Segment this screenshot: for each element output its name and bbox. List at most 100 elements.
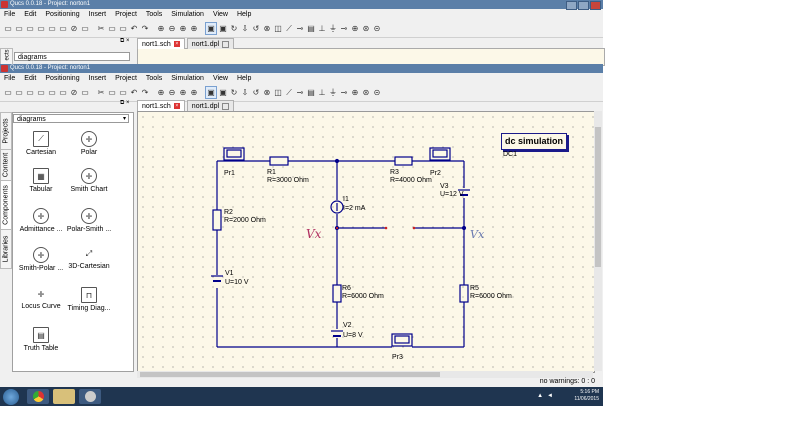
- toolbar-button[interactable]: ⊕: [157, 88, 165, 97]
- toolbar-button[interactable]: ↻: [230, 24, 238, 33]
- toolbar-button[interactable]: ⟋: [286, 23, 292, 33]
- component-locus-curve[interactable]: ✛Locus Curve: [13, 287, 69, 311]
- close-tab-icon[interactable]: ×: [173, 41, 180, 47]
- toolbar-button[interactable]: ⏚: [329, 24, 337, 33]
- schematic-canvas[interactable]: [137, 111, 595, 373]
- toolbar-button[interactable]: ↺: [252, 88, 260, 97]
- horizontal-scrollbar[interactable]: [137, 371, 593, 378]
- toolbar-button[interactable]: ↶: [130, 88, 138, 97]
- network-icon[interactable]: ▲: [537, 393, 544, 399]
- menu-simulation[interactable]: Simulation: [171, 11, 204, 18]
- toolbar-button[interactable]: ▭: [108, 24, 116, 33]
- menu-help[interactable]: Help: [236, 11, 252, 18]
- toolbar-button[interactable]: ▭: [4, 88, 12, 97]
- toolbar-button[interactable]: ⊕: [351, 88, 359, 97]
- toolbar-button[interactable]: ↺: [252, 24, 260, 33]
- dc-simulation-block[interactable]: dc simulation: [501, 133, 567, 150]
- menu-positioning[interactable]: Positioning: [45, 11, 80, 18]
- toolbar-button[interactable]: ⊸: [340, 88, 348, 97]
- tab-nort1-dpl[interactable]: nort1.dpl: [186, 100, 235, 111]
- component-polar-smith[interactable]: ✛Polar-Smith ...: [61, 208, 117, 233]
- menu-tools[interactable]: Tools: [145, 75, 163, 82]
- toolbar-button[interactable]: ▭: [119, 24, 127, 33]
- component-cartesian[interactable]: ⟋Cartesian: [13, 131, 69, 156]
- menu-view[interactable]: View: [212, 11, 228, 18]
- toolbar-button[interactable]: ⊥: [318, 88, 326, 97]
- toolbar-button[interactable]: ▣: [219, 88, 227, 97]
- bg-tab-sch[interactable]: nort1.sch×: [137, 38, 185, 49]
- menu-simulation[interactable]: Simulation: [171, 75, 204, 82]
- toolbar-button[interactable]: ↷: [141, 24, 149, 33]
- toolbar-button[interactable]: ▭: [119, 88, 127, 97]
- toolbar-button[interactable]: ▭: [15, 24, 23, 33]
- background-dropdown[interactable]: diagrams: [14, 52, 130, 61]
- toolbar-button[interactable]: ⊕: [190, 24, 198, 33]
- toolbar-button[interactable]: ↶: [130, 24, 138, 33]
- component-smith-polar[interactable]: ✛Smith-Polar ...: [13, 247, 69, 272]
- toolbar-button[interactable]: ⊖: [168, 24, 176, 33]
- scrollbar-thumb[interactable]: [595, 127, 601, 267]
- component-timing-diagram[interactable]: ⊓Timing Diag...: [61, 287, 117, 312]
- component-truth-table[interactable]: ▤Truth Table: [13, 327, 69, 352]
- toolbar-button[interactable]: ↷: [141, 88, 149, 97]
- toolbar-button[interactable]: ▭: [26, 24, 34, 33]
- toolbar-button[interactable]: ▣: [205, 86, 217, 99]
- dock-buttons[interactable]: ⧉ ×: [120, 100, 130, 106]
- menu-tools[interactable]: Tools: [145, 11, 163, 18]
- toolbar-button[interactable]: ⊗: [263, 88, 271, 97]
- toolbar-button[interactable]: ▭: [37, 88, 45, 97]
- toolbar-button[interactable]: ▣: [205, 22, 217, 35]
- menu-positioning[interactable]: Positioning: [45, 75, 80, 82]
- menu-file[interactable]: File: [4, 11, 16, 18]
- menu-project[interactable]: Project: [115, 11, 137, 18]
- close-button[interactable]: [590, 1, 601, 10]
- toolbar-button[interactable]: ⇩: [241, 88, 249, 97]
- toolbar-button[interactable]: ▭: [26, 88, 34, 97]
- menu-file[interactable]: File: [4, 75, 16, 82]
- toolbar-button[interactable]: ⊛: [362, 88, 370, 97]
- scrollbar-thumb[interactable]: [140, 372, 440, 377]
- bg-tab-dpl[interactable]: nort1.dpl: [186, 38, 235, 49]
- toolbar-button[interactable]: ⊘: [70, 24, 78, 33]
- maximize-button[interactable]: [578, 1, 589, 10]
- menu-view[interactable]: View: [212, 75, 228, 82]
- toolbar-button[interactable]: ▭: [48, 24, 56, 33]
- component-category-dropdown[interactable]: diagrams▾: [13, 114, 129, 123]
- toolbar-button[interactable]: ▣: [219, 24, 227, 33]
- toolbar-button[interactable]: ▭: [59, 88, 67, 97]
- toolbar-button[interactable]: ▭: [37, 24, 45, 33]
- toolbar-button[interactable]: ⊘: [70, 88, 78, 97]
- toolbar-button[interactable]: ▭: [108, 88, 116, 97]
- toolbar-button[interactable]: ✂: [97, 24, 105, 33]
- side-tab-libraries[interactable]: Libraries: [0, 229, 12, 269]
- taskbar-explorer-icon[interactable]: [53, 389, 75, 404]
- toolbar-button[interactable]: ⊝: [373, 88, 381, 97]
- toolbar-button[interactable]: ◫: [274, 24, 282, 33]
- toolbar-button[interactable]: ⊖: [168, 88, 176, 97]
- toolbar-button[interactable]: ⇩: [241, 24, 249, 33]
- tab-nort1-sch[interactable]: nort1.sch×: [137, 100, 185, 111]
- start-button[interactable]: [3, 389, 19, 405]
- toolbar-button[interactable]: ⊕: [179, 88, 187, 97]
- menu-insert[interactable]: Insert: [88, 75, 107, 82]
- system-tray[interactable]: ▲◄: [537, 393, 553, 399]
- toolbar-button[interactable]: ▭: [81, 24, 89, 33]
- dock-buttons[interactable]: ⧉ ×: [120, 38, 130, 44]
- close-tab-icon[interactable]: [222, 40, 230, 48]
- toolbar-button[interactable]: ▤: [307, 24, 315, 33]
- toolbar-button[interactable]: ⊛: [362, 24, 370, 33]
- toolbar-button[interactable]: ▭: [15, 88, 23, 97]
- toolbar-button[interactable]: ⊕: [351, 24, 359, 33]
- toolbar-button[interactable]: ⊕: [190, 88, 198, 97]
- toolbar-button[interactable]: ↻: [230, 88, 238, 97]
- close-tab-icon[interactable]: [222, 102, 230, 110]
- close-tab-icon[interactable]: ×: [173, 103, 180, 109]
- toolbar-button[interactable]: ▤: [307, 88, 315, 97]
- menu-project[interactable]: Project: [115, 75, 137, 82]
- component-admittance[interactable]: ✛Admittance ...: [13, 208, 69, 233]
- vertical-scrollbar[interactable]: [594, 111, 602, 371]
- toolbar-button[interactable]: ⊸: [340, 24, 348, 33]
- component-polar[interactable]: ✛Polar: [61, 131, 117, 156]
- toolbar-button[interactable]: ◫: [274, 88, 282, 97]
